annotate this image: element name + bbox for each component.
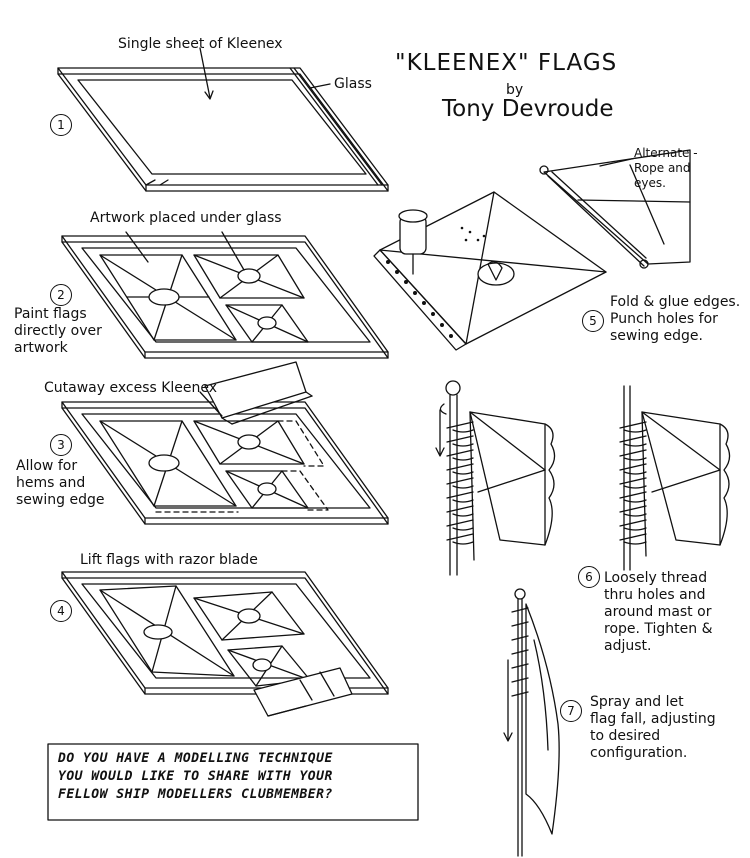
step-1-number: 1 <box>50 114 72 136</box>
page-title: "KLEENEX" FLAGS <box>395 50 618 76</box>
step-1-label: Single sheet of Kleenex <box>118 36 283 52</box>
step-3-side-label: Allow for hems and sewing edge <box>16 458 105 508</box>
step-6-label: Loosely thread thru holes and around mas… <box>604 570 713 654</box>
question-text: DO YOU HAVE A MODELLING TECHNIQUE YOU WO… <box>58 751 333 802</box>
step-4-number: 4 <box>50 600 72 622</box>
glass-plate-2 <box>61 231 389 359</box>
step-4-label: Lift flags with razor blade <box>80 552 258 568</box>
step-7-number: 7 <box>560 700 582 722</box>
razor-blade-4 <box>253 667 353 717</box>
glass-label: Glass <box>334 76 372 92</box>
hanging-flag <box>503 588 560 857</box>
step-6-number: 6 <box>578 566 600 588</box>
step-3-label: Cutaway excess Kleenex <box>44 380 218 396</box>
glass-plate-4 <box>61 571 389 695</box>
step-5-label: Fold & glue edges. Punch holes for sewin… <box>610 294 741 344</box>
step-2-number: 2 <box>50 284 72 306</box>
mast-threading-right <box>619 385 731 571</box>
byline-by: by <box>506 82 524 98</box>
razor-blade-3 <box>199 361 313 425</box>
step-5-number: 5 <box>582 310 604 332</box>
step-7-label: Spray and let flag fall, adjusting to de… <box>590 694 716 761</box>
step-3-number: 3 <box>50 434 72 456</box>
author-name: Tony Devroude <box>442 96 614 122</box>
mast-threading-left <box>435 380 556 576</box>
alternate-rope-label: Alternate - Rope and eyes. <box>634 146 698 190</box>
question-box <box>47 743 419 821</box>
alternate-rope-and-eyes <box>539 149 691 269</box>
step-2-side-label: Paint flags directly over artwork <box>14 306 102 356</box>
fold-and-punch <box>373 191 607 351</box>
step-2-label: Artwork placed under glass <box>90 210 282 226</box>
glass-plate-1 <box>57 47 389 192</box>
